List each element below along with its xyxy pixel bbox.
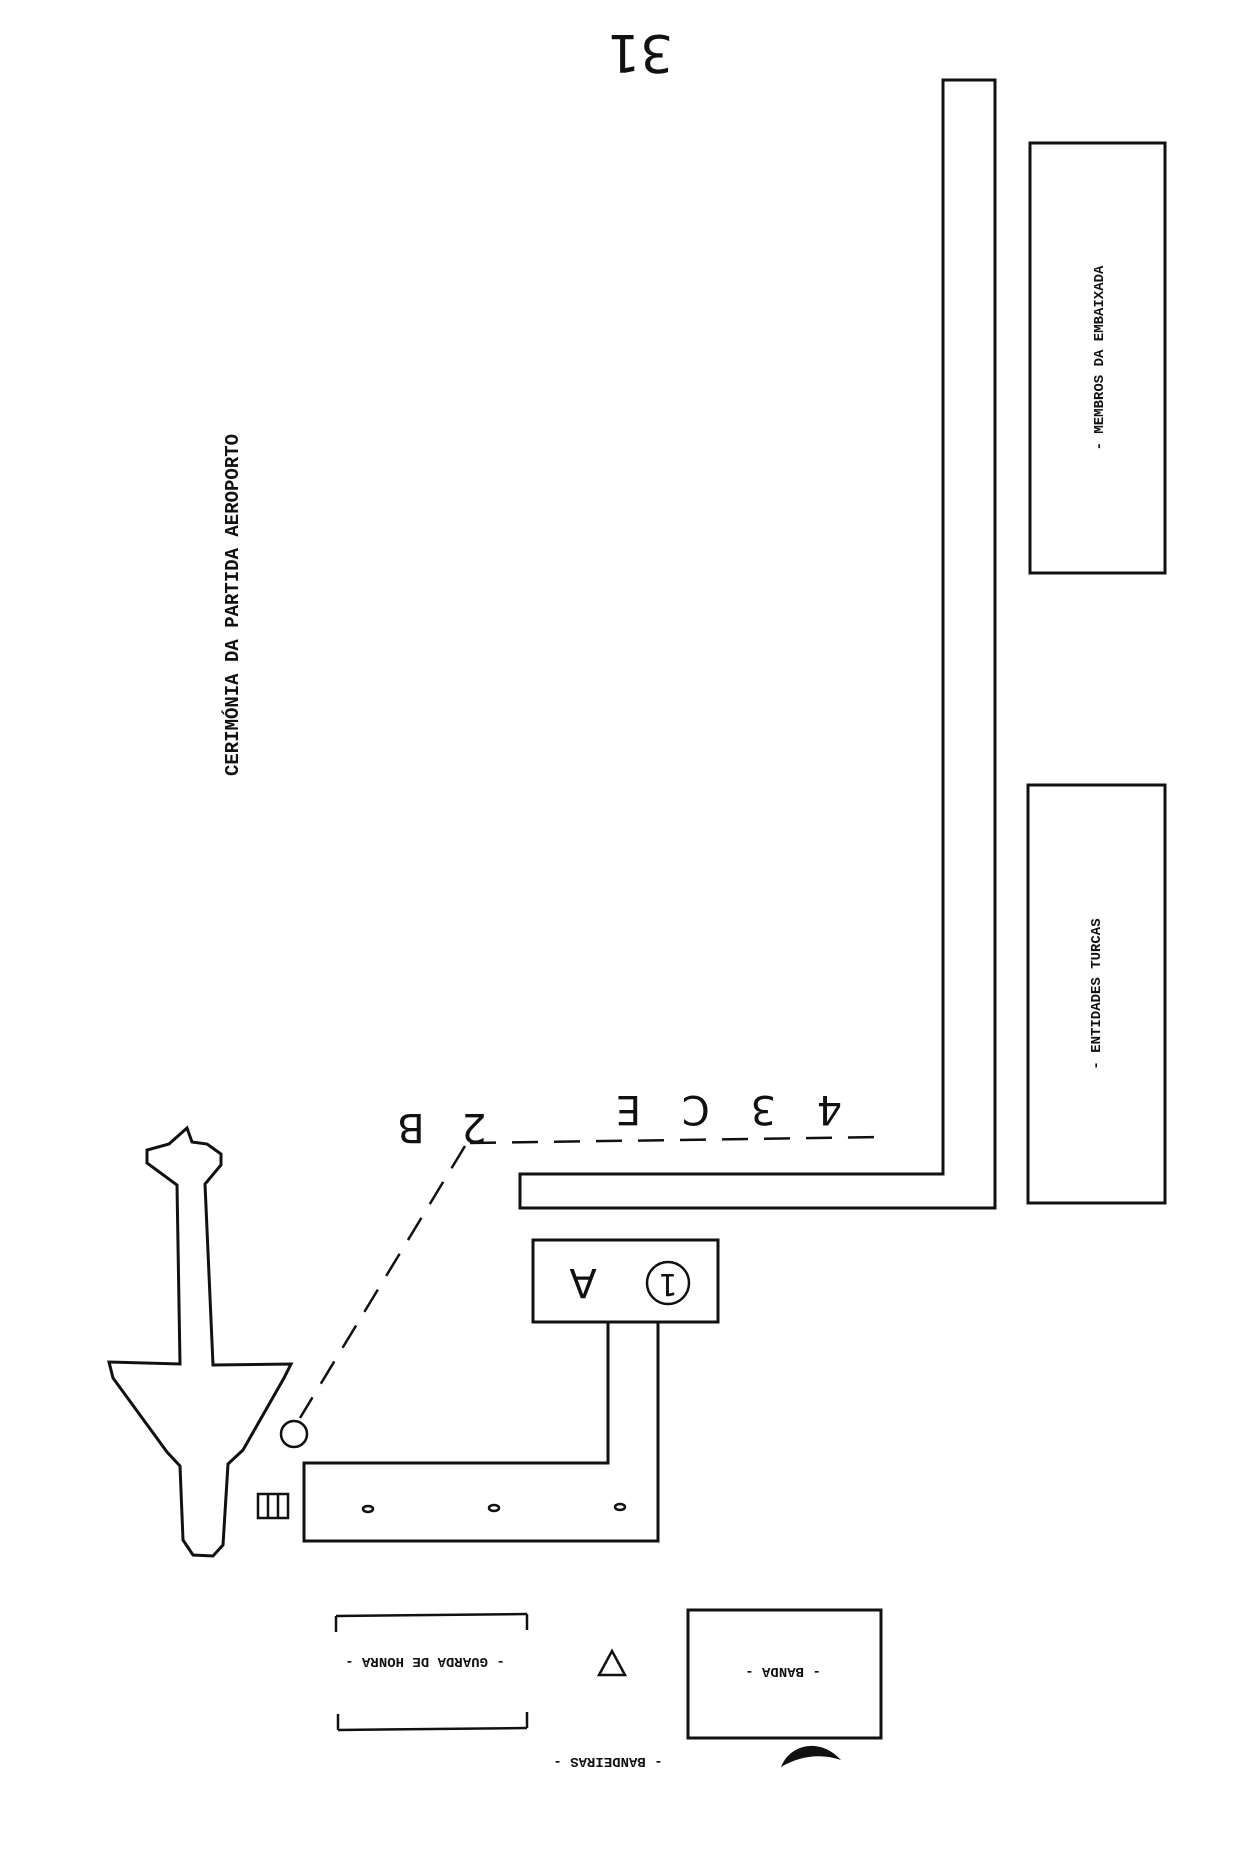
- page-title: CERIMÓNIA DA PARTIDA AEROPORTO: [222, 434, 244, 776]
- walkway-marker-1: [361, 1504, 375, 1514]
- flag-mark-icon: [781, 1745, 841, 1767]
- position-1: 1: [658, 1266, 677, 1301]
- page-number: 31: [607, 22, 673, 82]
- aircraft-walkway: [302, 1322, 660, 1543]
- honor-guard-label: - GUARDA DE HONRA -: [345, 1653, 505, 1669]
- position-2-b: 2 B: [385, 1104, 487, 1150]
- embassy-members-label: - MEMBROS DA EMBAIXADA: [1092, 265, 1108, 450]
- aircraft-stand-circle: [279, 1419, 309, 1449]
- band-box: [686, 1608, 883, 1740]
- position-4-3-c-e: 4 3 C E: [602, 1086, 842, 1132]
- walkway-carpet: [518, 78, 997, 1210]
- commander-triangle: [596, 1648, 628, 1677]
- embassy-members-box: [1028, 141, 1167, 575]
- dignitaries-dashed-line: [469, 1135, 886, 1145]
- band-label: - BANDA -: [745, 1663, 821, 1679]
- flags-label: - BANDEIRAS -: [553, 1753, 662, 1769]
- stairs-symbol: [256, 1492, 290, 1520]
- aircraft-icon: [107, 1125, 294, 1558]
- position-a: A: [569, 1259, 597, 1305]
- official-box-a: [531, 1238, 720, 1324]
- turkish-entities-label: - ENTIDADES TURCAS: [1089, 918, 1105, 1069]
- honor-guard-bottom-line: [337, 1726, 528, 1732]
- diagonal-dashed-line: [298, 1145, 467, 1419]
- walkway-marker-2: [487, 1503, 501, 1513]
- turkish-entities-box: [1026, 783, 1167, 1205]
- walkway-marker-3: [613, 1502, 627, 1512]
- honor-guard-top-line: [335, 1612, 528, 1618]
- position-1-circle: [645, 1260, 691, 1306]
